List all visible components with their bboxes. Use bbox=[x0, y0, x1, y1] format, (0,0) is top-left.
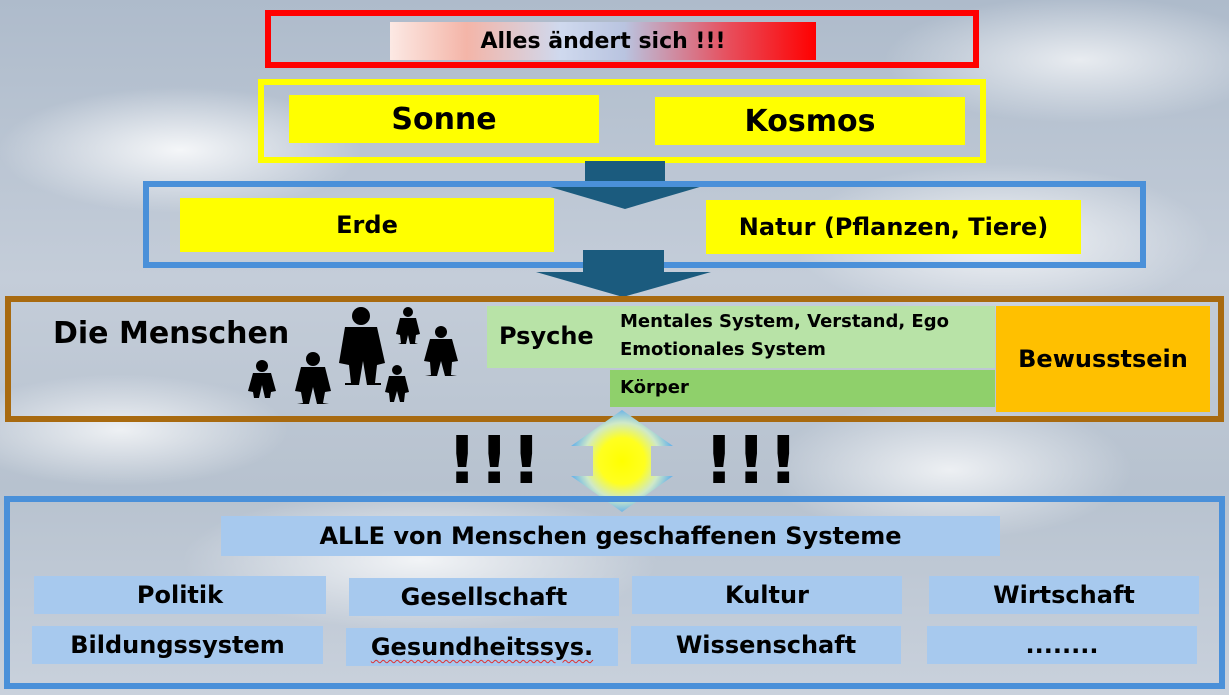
systems-title: ALLE von Menschen geschaffenen Systeme bbox=[319, 522, 902, 550]
system-label: Gesundheitssys. bbox=[370, 633, 594, 661]
systems-frame bbox=[4, 496, 1225, 689]
psyche-label: Psyche bbox=[499, 322, 594, 350]
body-panel bbox=[610, 370, 995, 407]
sun-double-arrow-icon bbox=[571, 410, 673, 512]
system-politics: Politik bbox=[34, 576, 326, 614]
people-silhouettes-icon bbox=[248, 307, 458, 404]
mental-system-label: Mentales System, Verstand, Ego bbox=[620, 311, 949, 332]
system-economy: Wirtschaft bbox=[929, 576, 1199, 614]
consciousness-box: Bewusstsein bbox=[996, 306, 1210, 412]
body-label: Körper bbox=[620, 377, 689, 398]
system-label: Wissenschaft bbox=[675, 631, 857, 659]
earth-box: Erde bbox=[180, 198, 554, 252]
system-label: Wirtschaft bbox=[993, 581, 1135, 609]
system-label: Politik bbox=[136, 581, 224, 609]
earth-label: Erde bbox=[336, 211, 398, 239]
system-label: Bildungssystem bbox=[70, 631, 285, 659]
system-health: Gesundheitssys. bbox=[346, 628, 618, 666]
system-science: Wissenschaft bbox=[631, 626, 901, 664]
cosmic-frame bbox=[258, 79, 986, 163]
systems-title-box: ALLE von Menschen geschaffenen Systeme bbox=[221, 516, 1000, 556]
exclaim-left: !!! bbox=[447, 422, 544, 499]
emotional-system-label: Emotionales System bbox=[620, 339, 826, 360]
exclaim-right: !!! bbox=[704, 422, 801, 499]
system-society: Gesellschaft bbox=[349, 578, 619, 616]
psyche-panel bbox=[487, 306, 995, 368]
system-more: ........ bbox=[927, 626, 1197, 664]
consciousness-label: Bewusstsein bbox=[1018, 345, 1188, 373]
header-frame bbox=[265, 10, 979, 68]
humans-title: Die Menschen bbox=[53, 316, 290, 351]
system-education: Bildungssystem bbox=[32, 626, 323, 664]
system-label: Kultur bbox=[725, 581, 809, 609]
down-arrow-2 bbox=[536, 250, 711, 297]
sun-label: Sonne bbox=[391, 101, 497, 137]
header-title-box: Alles ändert sich !!! bbox=[390, 22, 816, 60]
system-label: ........ bbox=[1025, 631, 1099, 659]
nature-label: Natur (Pflanzen, Tiere) bbox=[738, 213, 1049, 241]
cosmos-label: Kosmos bbox=[744, 103, 876, 139]
cosmos-box: Kosmos bbox=[655, 97, 965, 145]
sun-box: Sonne bbox=[289, 95, 599, 143]
header-title: Alles ändert sich !!! bbox=[480, 28, 726, 54]
system-culture: Kultur bbox=[632, 576, 902, 614]
system-label: Gesellschaft bbox=[400, 583, 568, 611]
nature-box: Natur (Pflanzen, Tiere) bbox=[706, 200, 1081, 254]
